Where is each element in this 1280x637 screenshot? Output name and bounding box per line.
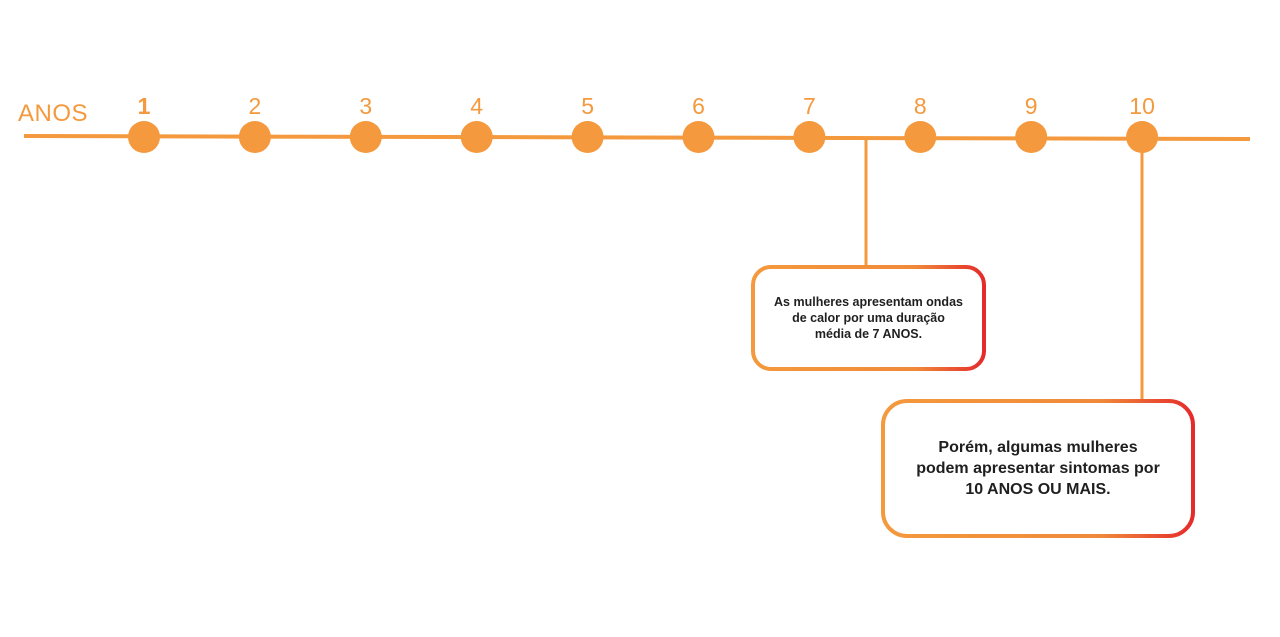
callout-2-line-3: 10 ANOS OU MAIS. <box>965 481 1111 498</box>
year-label-6: 6 <box>692 93 705 119</box>
year-node-3 <box>349 121 382 153</box>
year-node-6 <box>682 121 715 153</box>
year-label-10: 10 <box>1129 93 1155 119</box>
axis-title: ANOS <box>18 100 89 127</box>
year-node-2 <box>238 121 271 153</box>
year-node-4 <box>460 121 493 153</box>
year-label-9: 9 <box>1024 93 1038 119</box>
callout-2-line-1: Porém, algumas mulheres <box>938 439 1138 456</box>
year-node-5 <box>571 121 604 153</box>
year-label-4: 4 <box>470 93 484 119</box>
year-label-1: 1 <box>137 93 151 119</box>
year-node-8 <box>904 121 937 153</box>
callout-text-1: As mulheres apresentam ondas de calor po… <box>753 267 984 369</box>
callout-text-2: Porém, algumas mulheres podem apresentar… <box>883 401 1193 536</box>
year-node-7 <box>793 121 826 153</box>
year-label-7: 7 <box>802 93 816 119</box>
year-node-9 <box>1015 121 1048 153</box>
year-label-8: 8 <box>913 93 927 119</box>
callout-1-line-2: de calor por uma duração <box>792 311 945 325</box>
year-label-5: 5 <box>581 93 594 119</box>
callout-box-2 <box>881 399 1195 538</box>
timeline-axis-line <box>23 134 1251 141</box>
year-node-10 <box>1126 121 1159 153</box>
year-label-3: 3 <box>359 93 373 119</box>
callout-box-1 <box>751 265 986 371</box>
year-node-1 <box>128 121 160 153</box>
callout-1-line-3: média de 7 ANOS. <box>814 327 923 341</box>
year-label-2: 2 <box>248 93 262 119</box>
callout-1-line-1: As mulheres apresentam ondas <box>774 295 963 309</box>
callout-2-line-2: podem apresentar sintomas por <box>916 460 1160 477</box>
